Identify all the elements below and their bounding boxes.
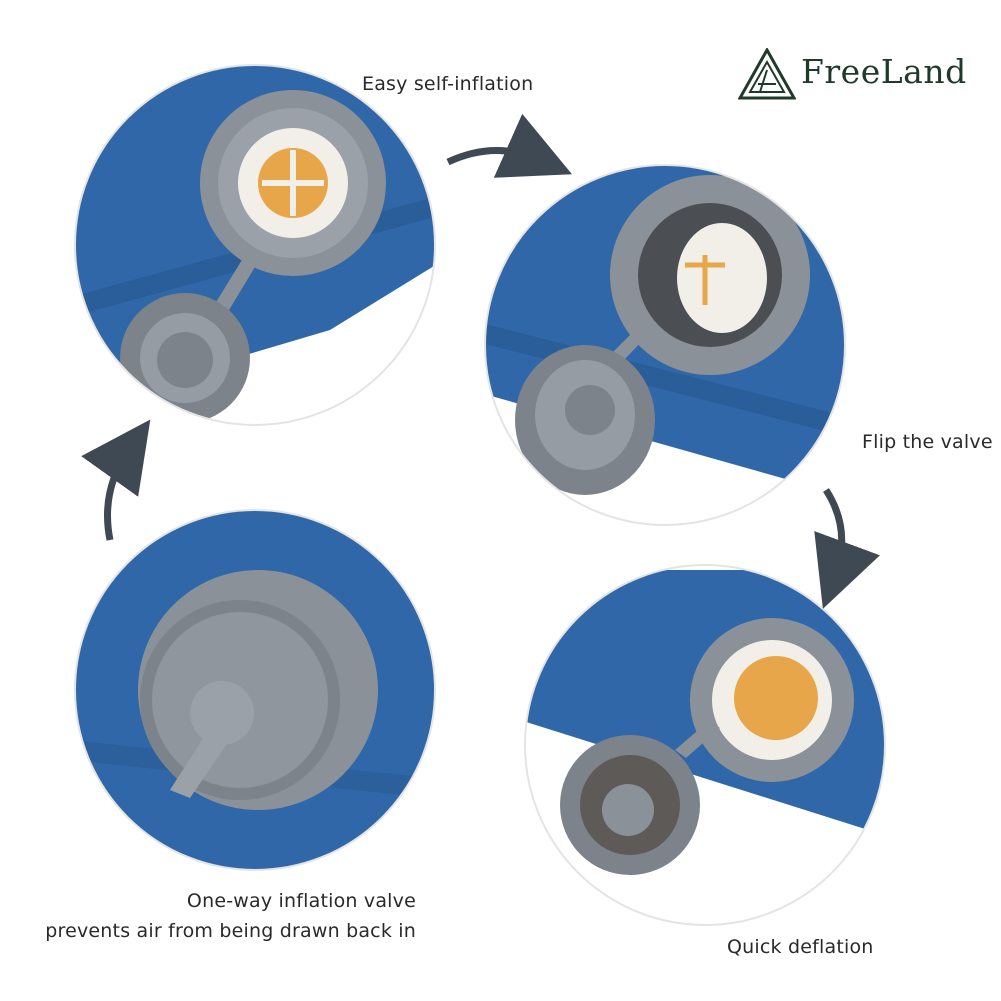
cycle-arrow-icon [81, 419, 151, 541]
caption-flip-the-valve: Flip the valve [862, 431, 993, 453]
photo-self-inflation [74, 64, 436, 426]
brand-logo: FreeLand [738, 46, 968, 102]
caption-line-1: One-way inflation valve [186, 890, 416, 912]
caption-quick-deflation: Quick deflation [727, 936, 874, 958]
photo-quick-deflation [524, 564, 886, 926]
photo-flip-valve [484, 164, 846, 526]
cycle-arrow-icon [446, 113, 572, 178]
caption-line-2: prevents air from being drawn back in [45, 920, 416, 942]
photo-one-way-valve [74, 509, 436, 871]
caption-one-way-valve: One-way inflation valve prevents air fro… [40, 886, 416, 946]
brand-name: FreeLand [801, 52, 967, 91]
caption-easy-self-inflation: Easy self-inflation [362, 73, 534, 95]
cycle-arrow-icon [814, 488, 880, 609]
freeland-logo-icon [738, 48, 796, 100]
